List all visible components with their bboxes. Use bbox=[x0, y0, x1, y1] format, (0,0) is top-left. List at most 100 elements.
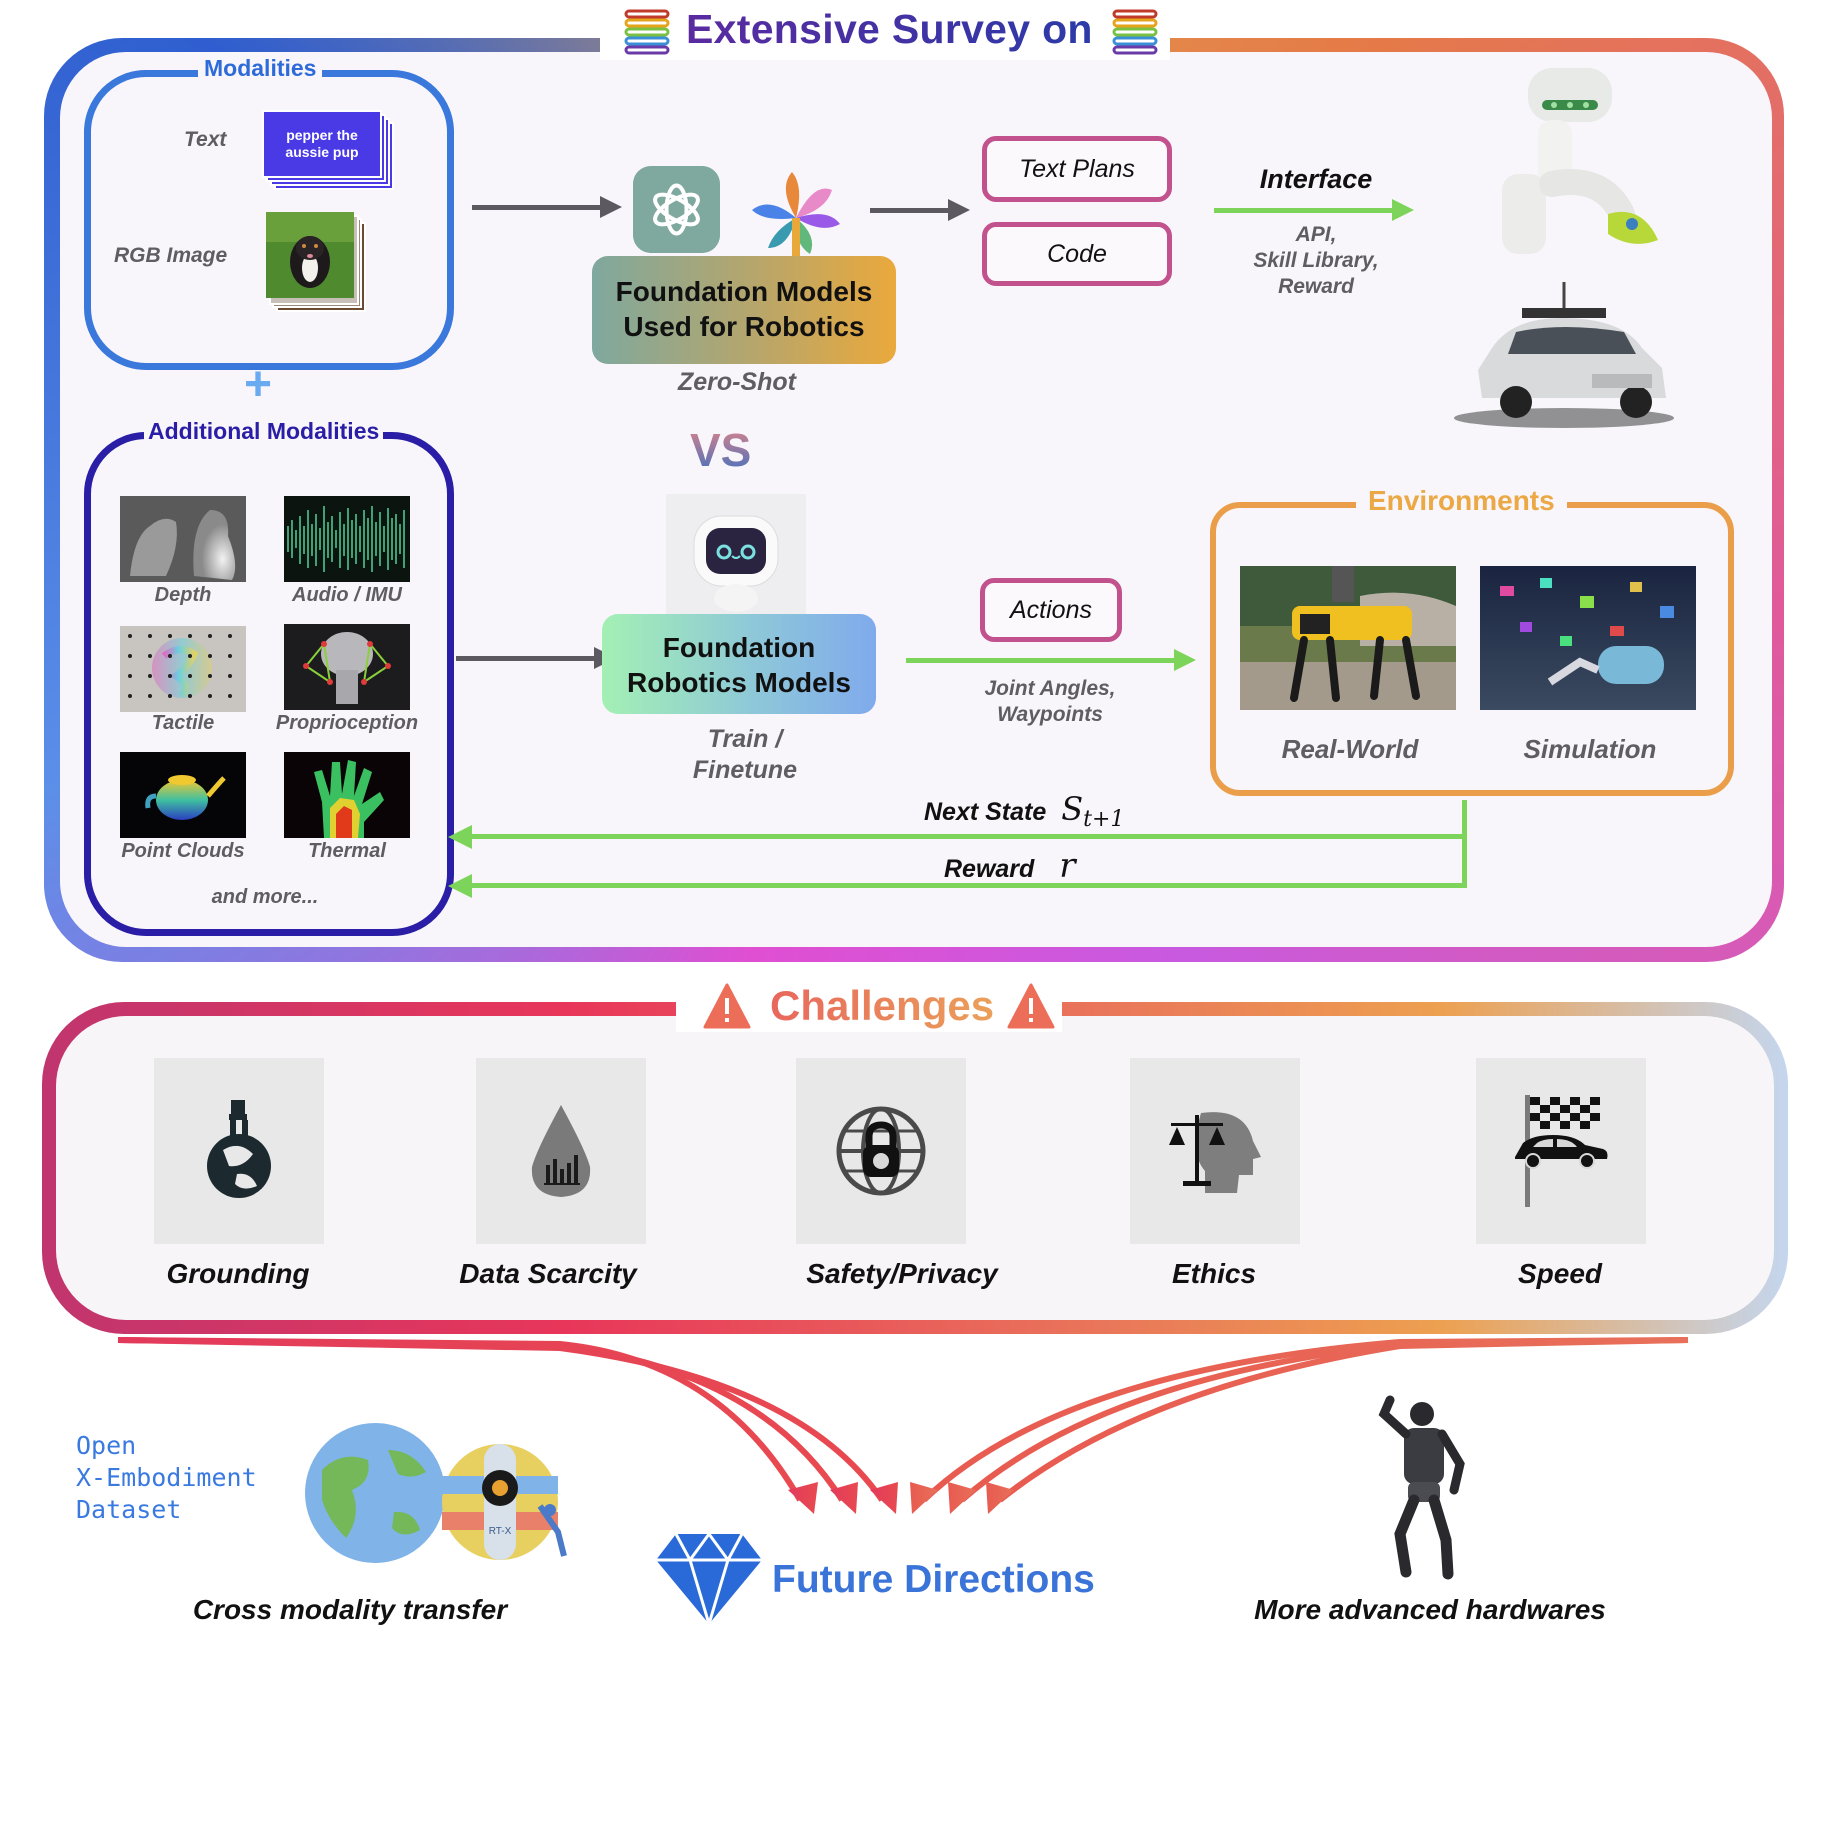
thermal-label: Thermal bbox=[308, 840, 386, 862]
text-sample-stack: pepper the aussie pup bbox=[262, 110, 394, 190]
arrow-head bbox=[948, 1482, 976, 1514]
challenges-title: Challenges bbox=[770, 982, 995, 1029]
reward-arrow bbox=[470, 883, 1467, 888]
puppy-photo bbox=[266, 212, 354, 298]
code-box: Code bbox=[982, 222, 1172, 286]
future-directions-title: Future Directions bbox=[772, 1558, 1095, 1601]
interface-subtext: API, Skill Library, Reward bbox=[1216, 222, 1416, 300]
title-band bbox=[600, 0, 1170, 60]
text-plans-box: Text Plans bbox=[982, 136, 1172, 202]
arrow-head bbox=[1174, 649, 1196, 671]
simulation-label: Simulation bbox=[1523, 734, 1657, 764]
diamond-icon bbox=[656, 1531, 762, 1626]
reward-text: Reward bbox=[944, 855, 1035, 883]
grounding-globe-hand-icon bbox=[207, 1100, 271, 1198]
actions-box: Actions bbox=[980, 578, 1122, 642]
future-arrow-line bbox=[998, 1337, 1689, 1503]
convergence-arrows bbox=[117, 1337, 1689, 1514]
rt-x-robot-icon: RT-X bbox=[442, 1444, 567, 1560]
arrow-head bbox=[948, 199, 970, 221]
tactile-label: Tactile bbox=[151, 712, 215, 734]
arrow-head bbox=[1392, 199, 1414, 221]
cross-modality-transfer-caption: Cross modality transfer bbox=[192, 1594, 508, 1625]
foundation-robotics-models-title: Foundation Robotics Models bbox=[602, 630, 876, 700]
future-arrow-line bbox=[117, 1337, 885, 1502]
gemini-pinwheel-icon bbox=[752, 172, 840, 258]
future-arrow-line bbox=[921, 1337, 1689, 1503]
next-state-subscript: t+1 bbox=[1083, 807, 1125, 832]
data-drop-icon bbox=[531, 1105, 591, 1197]
fm-title-line-2: Used for Robotics bbox=[623, 311, 865, 342]
frm-title-line-2: Robotics Models bbox=[626, 667, 851, 698]
scales-head-icon bbox=[1169, 1112, 1261, 1193]
dataset-line: Dataset bbox=[76, 1495, 182, 1524]
real-world-label: Real-World bbox=[1281, 734, 1419, 764]
arrow-head bbox=[830, 1482, 858, 1514]
safety-privacy-label: Safety/Privacy bbox=[806, 1258, 998, 1289]
train-caption-line: Train / bbox=[707, 725, 783, 753]
next-state-symbol: S bbox=[1061, 790, 1084, 828]
rgb-image-stack bbox=[266, 212, 370, 314]
warning-icon bbox=[703, 983, 751, 1029]
train-finetune-caption: Train / Finetune bbox=[660, 724, 830, 786]
environments-label: Environments bbox=[1356, 485, 1567, 517]
data-scarcity-card bbox=[476, 1058, 646, 1244]
train-caption-line: Finetune bbox=[692, 756, 798, 784]
arrow-head bbox=[986, 1482, 1014, 1514]
arrow-head bbox=[600, 196, 622, 218]
speed-card bbox=[1476, 1058, 1646, 1244]
next-state-text: Next State bbox=[924, 798, 1047, 826]
interface-label: Interface bbox=[1259, 164, 1373, 194]
autonomous-car-photo bbox=[1454, 282, 1674, 428]
zero-shot-caption: Zero-Shot bbox=[677, 368, 797, 396]
open-x-embodiment-label: Open X-Embodiment Dataset bbox=[76, 1430, 257, 1526]
proprioception-label: Proprioception bbox=[275, 712, 419, 734]
data-scarcity-label: Data Scarcity bbox=[459, 1258, 637, 1289]
point-clouds-label: Point Clouds bbox=[121, 840, 245, 862]
safety-privacy-card bbox=[796, 1058, 966, 1244]
actions-arrow bbox=[906, 658, 1176, 663]
arrow-head bbox=[910, 1482, 938, 1514]
grounding-label: Grounding bbox=[166, 1258, 310, 1289]
robot-mascot-image bbox=[666, 494, 806, 614]
interface-sub-line: Reward bbox=[1278, 275, 1354, 298]
advanced-hardware-caption: More advanced hardwares bbox=[1254, 1594, 1606, 1625]
dataset-line: Open bbox=[76, 1431, 137, 1460]
audio-imu-label: Audio / IMU bbox=[292, 584, 402, 606]
grounding-card bbox=[154, 1058, 324, 1244]
warning-icon bbox=[1007, 983, 1055, 1029]
depth-label: Depth bbox=[154, 584, 212, 606]
reward-label: Reward r bbox=[944, 846, 1076, 886]
future-arrow-line bbox=[960, 1337, 1689, 1503]
plus-connector: + bbox=[244, 358, 273, 411]
fm-title-line-1: Foundation Models bbox=[615, 276, 873, 307]
modalities-label: Modalities bbox=[198, 55, 323, 82]
arrow-head bbox=[788, 1482, 818, 1514]
foundation-robotics-models-box bbox=[602, 614, 876, 714]
actions-sub-line: Joint Angles, bbox=[984, 677, 1116, 700]
vs-label: VS bbox=[690, 424, 752, 476]
globe-lock-icon bbox=[836, 1106, 926, 1196]
humanoid-robot-photo bbox=[1378, 1395, 1465, 1580]
ethics-card bbox=[1130, 1058, 1300, 1244]
feedback-vertical-line bbox=[1462, 800, 1467, 888]
arrow-fm-to-outputs bbox=[870, 208, 950, 213]
arrow-additional-to-frm bbox=[456, 656, 596, 661]
speed-label: Speed bbox=[1517, 1258, 1603, 1289]
arrow-head bbox=[870, 1482, 898, 1514]
foundation-models-box bbox=[592, 256, 896, 364]
checkered-flag-car-icon bbox=[1515, 1095, 1608, 1207]
text-sample: pepper the aussie pup bbox=[285, 127, 359, 160]
robot-arm-photo bbox=[1502, 68, 1658, 254]
frm-title-line-1: Foundation bbox=[662, 632, 816, 663]
rgb-image-label: RGB Image bbox=[114, 244, 228, 267]
actions-sub-line: Waypoints bbox=[997, 703, 1103, 726]
additional-modalities-label: Additional Modalities bbox=[144, 418, 384, 445]
interface-sub-line: API, bbox=[1295, 223, 1337, 246]
text-modality-label: Text bbox=[184, 128, 227, 151]
arrow-modalities-to-fm bbox=[472, 205, 602, 210]
simulation-render bbox=[1480, 566, 1696, 710]
thermal-image bbox=[284, 752, 410, 838]
globe-icon bbox=[305, 1423, 445, 1563]
next-state-arrow bbox=[470, 834, 1467, 839]
